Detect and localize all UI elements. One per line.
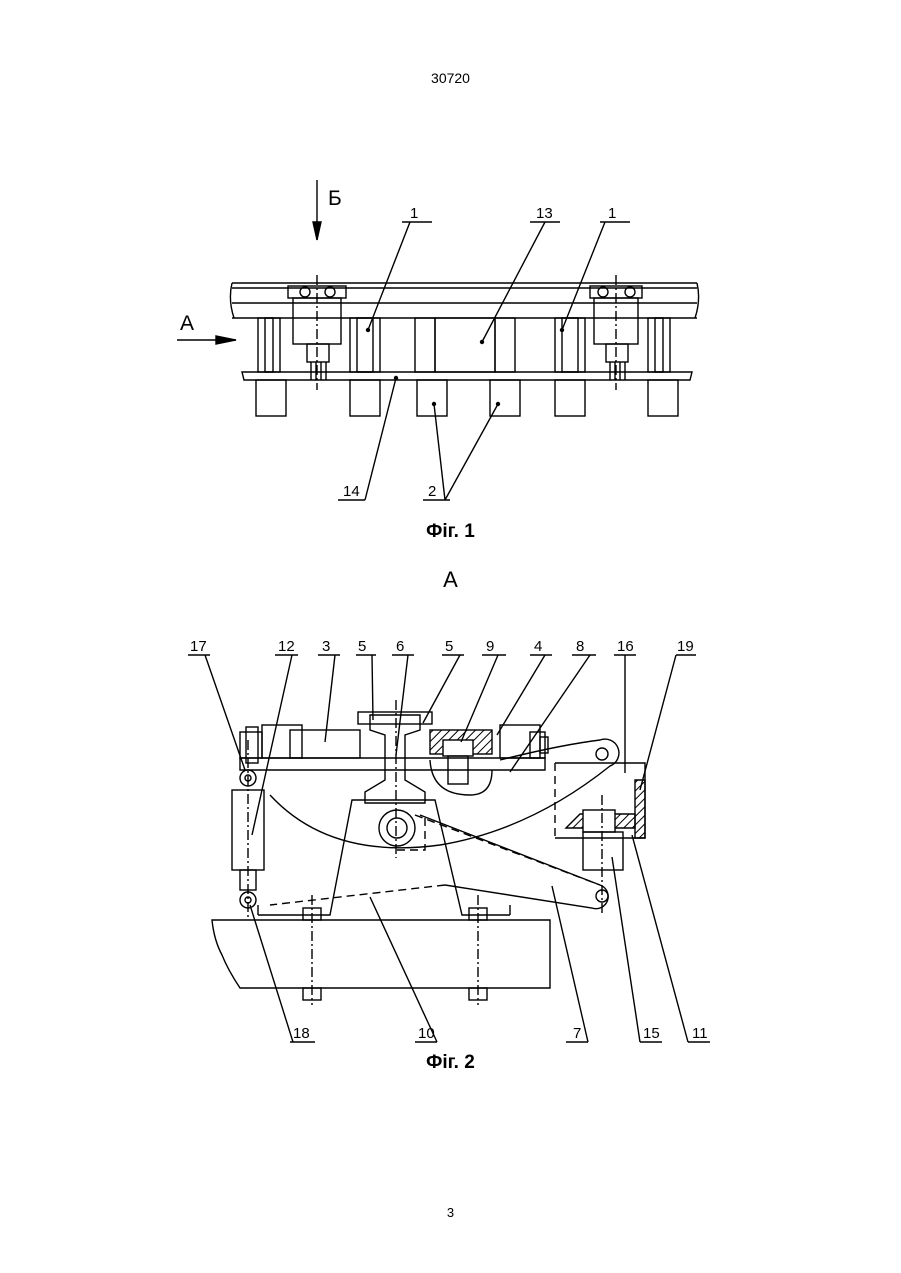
label-1-left: 1 [410, 205, 418, 222]
label-6: 6 [396, 638, 404, 655]
figure-2-caption: Фіг. 2 [0, 1052, 901, 1074]
label-3: 3 [322, 638, 330, 655]
rail-clamp-5 [358, 712, 432, 724]
label-9: 9 [486, 638, 494, 655]
label-8: 8 [576, 638, 584, 655]
label-19: 19 [677, 638, 694, 655]
clamp-right [590, 275, 642, 390]
label-4: 4 [534, 638, 542, 655]
sleepers [256, 380, 678, 416]
label-7: 7 [573, 1025, 581, 1042]
label-14: 14 [343, 483, 360, 500]
figure-1-caption: Фіг. 1 [0, 521, 901, 543]
figure-2-drawing: 17 12 3 5 6 5 9 4 8 16 19 18 10 7 15 11 [188, 638, 710, 1042]
figure-1-drawing: Б А [177, 180, 699, 500]
lever-7 [420, 815, 608, 909]
label-13: 13 [536, 205, 553, 222]
central-block-13 [435, 318, 495, 372]
label-18: 18 [293, 1025, 310, 1042]
label-10: 10 [418, 1025, 435, 1042]
label-2: 2 [428, 483, 436, 500]
lever-arm-outline [430, 760, 492, 795]
rail-6 [365, 715, 425, 803]
pivot-axle [379, 810, 415, 846]
label-12: 12 [278, 638, 295, 655]
view-arrow-a-head [216, 336, 236, 344]
leaders-fig1 [338, 222, 630, 500]
label-17: 17 [190, 638, 207, 655]
upper-beam [240, 758, 545, 770]
foundation-beam [212, 920, 550, 988]
label-1-right: 1 [608, 205, 616, 222]
figure-2-view-title: А [0, 567, 901, 593]
label-15: 15 [643, 1025, 660, 1042]
supports [258, 318, 670, 372]
label-5-right: 5 [445, 638, 453, 655]
view-arrow-b-label: Б [328, 187, 342, 210]
view-arrow-a-label: А [180, 312, 194, 335]
clamp-left [288, 275, 346, 390]
label-16: 16 [617, 638, 634, 655]
label-11: 11 [692, 1025, 708, 1042]
label-5-left: 5 [358, 638, 366, 655]
page-number: 3 [0, 1205, 901, 1220]
leaders-fig2 [188, 655, 710, 1042]
view-arrow-b-head [313, 222, 321, 240]
clamp-bar-3 [290, 730, 360, 758]
